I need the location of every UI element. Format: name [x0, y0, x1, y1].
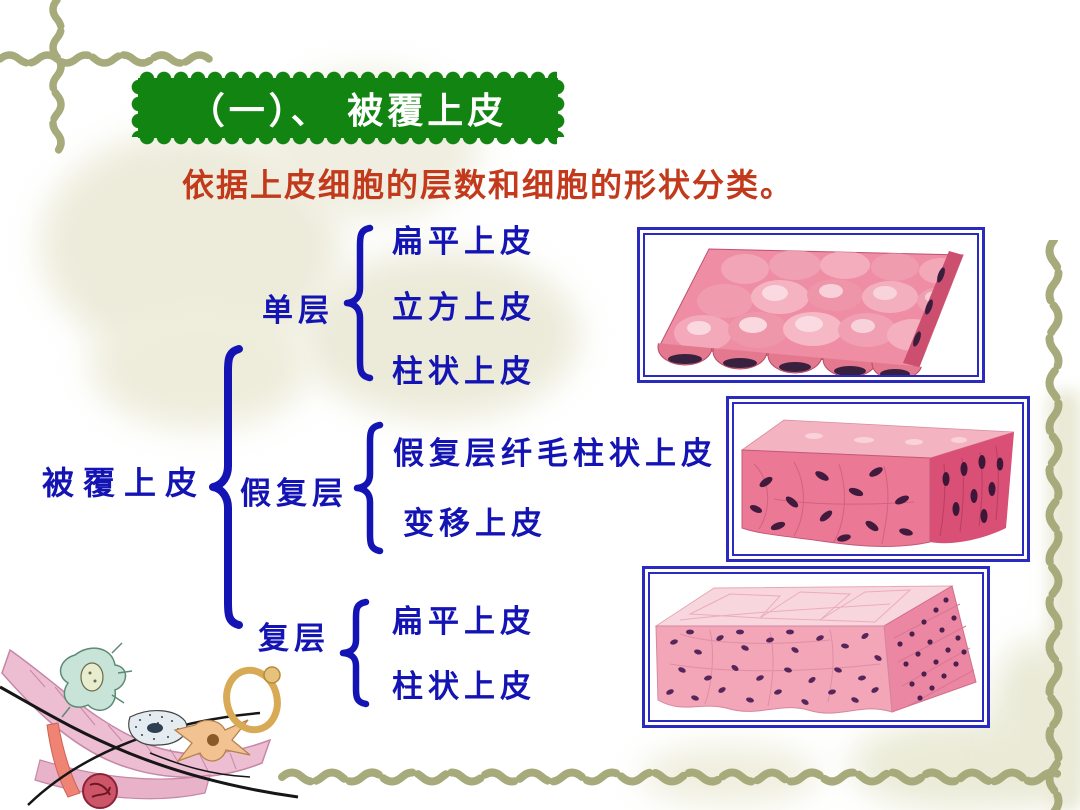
- figure-frame: [732, 402, 1024, 556]
- tree-group-label-stratified: 复层: [258, 621, 330, 657]
- tree-group-label-pseudostratified: 假复层: [240, 476, 348, 512]
- tree-item-stratified-squamous: 扁平上皮: [392, 604, 536, 640]
- figure-frame: [643, 233, 979, 377]
- nuclei-side: [897, 597, 967, 701]
- pseudostratified-epithelium-illustration: [740, 419, 1015, 547]
- stitch-border-top-left: [0, 0, 213, 156]
- tree-item-stratified-columnar: 柱状上皮: [392, 669, 536, 705]
- tree-group-label-simple: 单层: [262, 293, 334, 329]
- banner-scallop-edge: [139, 70, 557, 79]
- nuclei-side: [942, 455, 1004, 523]
- stitch-border-bottom: [278, 768, 1066, 786]
- stratified-epithelium-illustration: [654, 585, 977, 714]
- banner-scallop-edge: [139, 137, 557, 146]
- tree-brace-stratified: [339, 598, 370, 708]
- tree-main-brace: [209, 345, 243, 629]
- tree-item-cuboidal: 立方上皮: [392, 290, 536, 326]
- banner-scallop-edge: [130, 79, 139, 137]
- figure-simple-epithelium: [637, 227, 985, 383]
- figure-stratified-epithelium: [642, 566, 990, 728]
- background-blob: [300, 250, 580, 420]
- page-title: （一）、 被覆上皮: [188, 91, 508, 132]
- stitch-border-right: [1045, 240, 1063, 810]
- tree-brace-pseudostratified: [353, 421, 384, 555]
- nuclei: [749, 467, 913, 542]
- background-blob: [90, 300, 310, 430]
- tree-item-pseudostratified-ciliated-columnar: 假复层纤毛柱状上皮: [393, 436, 717, 472]
- figure-pseudostratified-epithelium: [726, 396, 1030, 562]
- tree-root-label: 被覆上皮: [42, 464, 207, 502]
- simple-epithelium-illustration: [657, 248, 964, 375]
- figure-frame: [648, 572, 984, 722]
- tree-item-transitional: 变移上皮: [403, 506, 547, 542]
- tree-item-columnar: 柱状上皮: [392, 354, 536, 390]
- nuclei: [666, 629, 882, 705]
- title-banner: （一）、 被覆上皮: [130, 70, 566, 146]
- classification-subtitle: 依据上皮细胞的层数和细胞的形状分类。: [182, 166, 795, 204]
- tree-brace-simple: [343, 224, 374, 382]
- tree-item-squamous: 扁平上皮: [392, 224, 536, 260]
- banner-scallop-edge: [557, 79, 566, 137]
- tissue-cells-illustration: [0, 642, 299, 809]
